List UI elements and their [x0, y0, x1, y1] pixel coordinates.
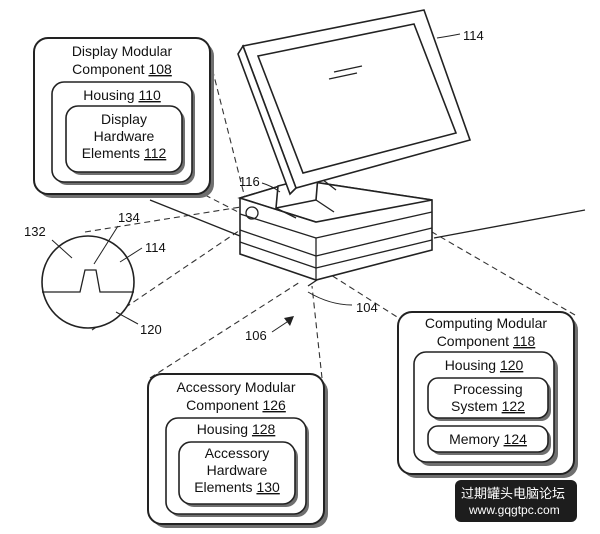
leader-116 — [261, 182, 281, 193]
ref-132: 132 — [24, 224, 46, 239]
ref-104: 104 — [356, 300, 378, 315]
processing-line2: System 122 — [451, 398, 525, 414]
accessory-modular-component: Accessory Modular Component 126 Housing … — [147, 373, 328, 528]
accessory-elements-line3: Elements 130 — [194, 479, 280, 495]
modular-base-stack — [237, 179, 433, 281]
display-elements-line3: Elements 112 — [82, 145, 167, 161]
display-title-line2: Component 108 — [72, 61, 172, 77]
watermark-url: www.gqgtpc.com — [469, 503, 560, 517]
desk-edge-right — [433, 209, 586, 239]
accessory-title-line1: Accessory Modular — [176, 379, 295, 395]
accessory-housing-label: Housing 128 — [197, 421, 276, 437]
watermark-badge: 过期罐头电脑论坛 www.gqgtpc.com — [455, 480, 577, 522]
desk-edge-left — [149, 199, 241, 237]
computer-device-illustration — [149, 9, 586, 333]
connector-134 — [245, 206, 259, 220]
display-modular-component: Display Modular Component 108 Housing 11… — [33, 37, 214, 198]
leader-detail-114 — [119, 247, 143, 263]
display-elements-line1: Display — [101, 111, 147, 127]
detail-circle — [41, 225, 143, 329]
ref-detail-114: 114 — [145, 240, 166, 255]
computing-housing-label: Housing 120 — [445, 357, 524, 373]
reference-numerals: 114 116 104 106 132 134 114 120 — [24, 28, 484, 343]
ref-detail-120: 120 — [140, 322, 162, 337]
accessory-elements-line1: Accessory — [205, 445, 270, 461]
arrow-106 — [284, 316, 294, 326]
computing-modular-component: Computing Modular Component 118 Housing … — [397, 311, 578, 478]
ref-116: 116 — [239, 174, 260, 189]
ref-106: 106 — [245, 328, 267, 343]
computing-title-line1: Computing Modular — [425, 315, 548, 331]
memory-label: Memory 124 — [449, 431, 527, 447]
leader-104 — [307, 291, 353, 306]
computing-title-line2: Component 118 — [437, 333, 536, 349]
display-title-ref: 108 — [148, 61, 172, 77]
leader-134 — [93, 225, 119, 265]
ref-134: 134 — [118, 210, 140, 225]
display-housing-label: Housing 110 — [83, 87, 161, 103]
processing-line1: Processing — [453, 381, 522, 397]
display-title-line1: Display Modular — [72, 43, 173, 59]
leader-114 — [436, 33, 461, 39]
leader-detail-120 — [115, 311, 139, 325]
leader-132 — [51, 239, 73, 259]
monitor-114 — [237, 9, 472, 196]
display-elements-line2: Hardware — [94, 128, 155, 144]
ref-114: 114 — [463, 28, 484, 43]
watermark-site-name: 过期罐头电脑论坛 — [461, 487, 566, 502]
accessory-elements-line2: Hardware — [207, 462, 268, 478]
accessory-title-line2: Component 126 — [186, 397, 286, 413]
